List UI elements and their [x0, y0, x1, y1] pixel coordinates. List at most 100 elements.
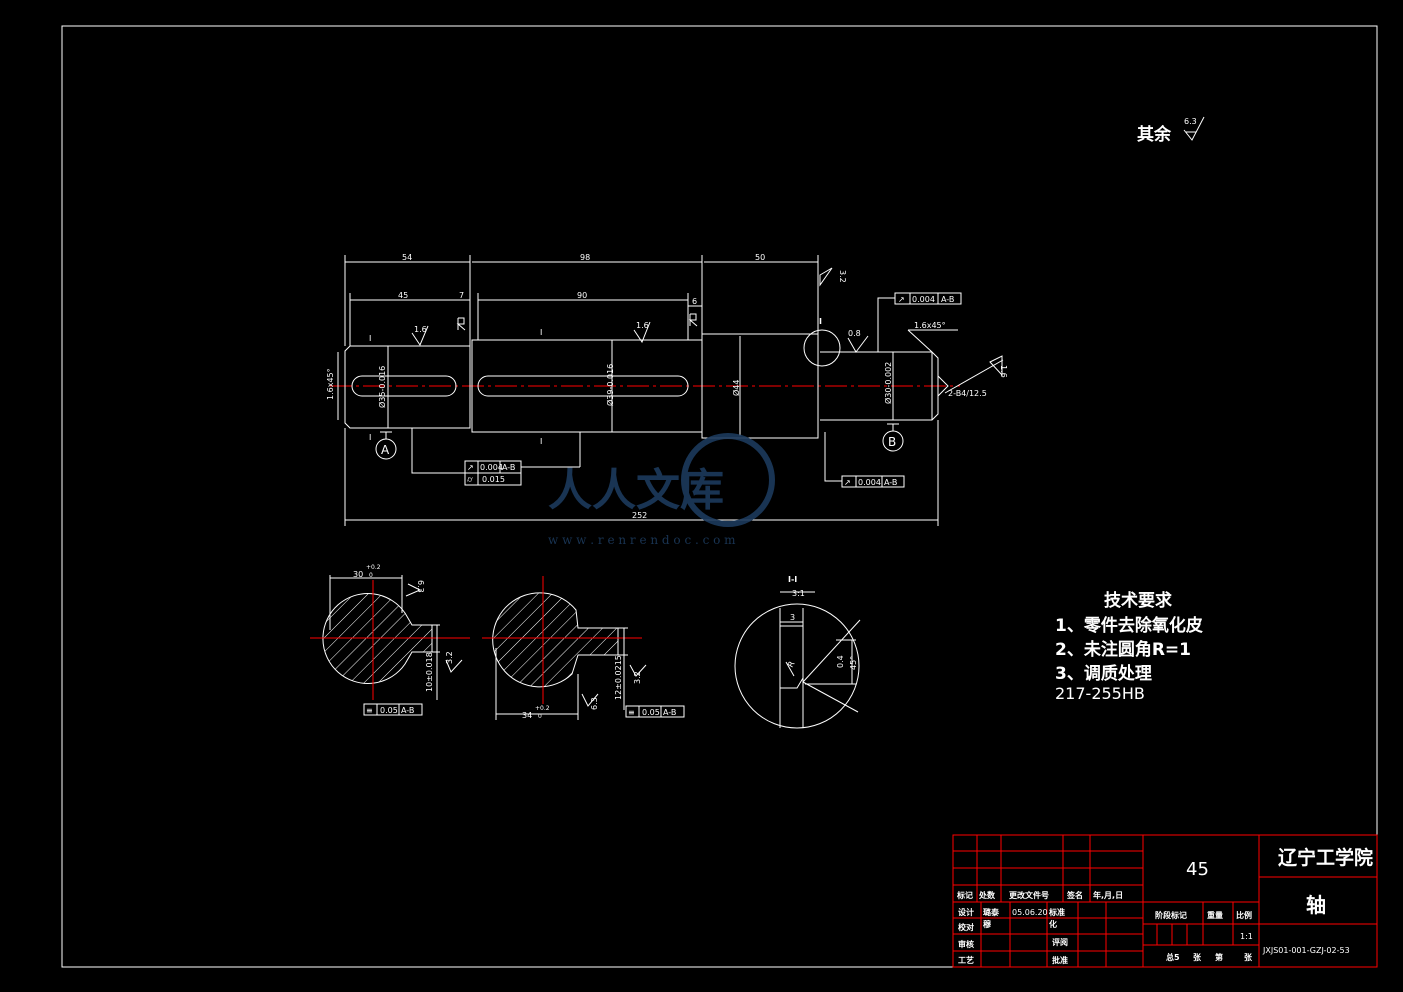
- roughness-4-icon: [819, 267, 833, 287]
- roughness-s2-icon: [581, 693, 599, 707]
- runout-mid-ref: A-B: [502, 463, 515, 472]
- runout-top-icon: ↗: [898, 295, 905, 304]
- title-block: [952, 834, 1378, 968]
- s2-sym: 0.05: [642, 708, 660, 717]
- s1-key: 10±0.018: [425, 652, 434, 692]
- h-sign: 签名: [1066, 890, 1083, 900]
- surface-roughness-note: 其余 6.3: [1137, 116, 1205, 145]
- section-2: [482, 576, 685, 720]
- s2-tol0: 0: [538, 713, 542, 720]
- detail-45: 45°: [849, 656, 858, 670]
- s1-sym-ref: A-B: [401, 706, 414, 715]
- h-count: 处数: [978, 890, 996, 900]
- runout-top-ref: A-B: [941, 295, 954, 304]
- total-sheets: 总5: [1166, 952, 1180, 962]
- section-2-profile: [492, 592, 619, 688]
- tech-item-1: 1、零件去除氧化皮: [1055, 615, 1203, 636]
- roughness-5-icon: [989, 355, 1003, 377]
- s2-width: 34: [522, 711, 532, 720]
- detail-04: 0.4: [836, 655, 845, 668]
- roughness-s2b-icon: [629, 664, 647, 677]
- runout-mid-value: 0.004: [480, 463, 503, 472]
- detail-3: 3: [790, 613, 795, 622]
- runout-top-value: 0.004: [912, 295, 935, 304]
- dim-6: 6: [692, 297, 697, 306]
- stage-mark: 阶段标记: [1155, 910, 1187, 920]
- shaft-left-journal: [344, 345, 471, 429]
- datum-b-label: B: [888, 435, 896, 449]
- roughness-3-icon: [847, 335, 869, 353]
- r-std: 标准: [1048, 907, 1065, 917]
- detail-i-circle: [803, 329, 841, 367]
- h-mark: 标记: [956, 890, 973, 900]
- sym-frame-1: [363, 703, 423, 716]
- tech-item-2: 2、未注圆角R=1: [1055, 639, 1191, 660]
- s2-sym-ref: A-B: [663, 708, 676, 717]
- sym-1-icon: ≡: [366, 706, 373, 715]
- s2-key: 12±0.0215: [614, 655, 623, 700]
- sheet-word: 张: [1244, 953, 1253, 962]
- detail-texts: I-I 3:1 3 R 0.4 45°: [786, 575, 858, 670]
- s2-roughness-b: 3.2: [633, 671, 642, 684]
- part-name: 轴: [1306, 893, 1326, 917]
- roughness-5-label: 1.6: [999, 365, 1008, 378]
- s1-roughness: 6.3: [416, 580, 425, 593]
- detail-circle: [734, 603, 860, 729]
- roughness-4-label: 3.2: [838, 270, 847, 283]
- watermark-ring-icon: [681, 433, 775, 527]
- scale: 比例: [1236, 910, 1252, 920]
- h-date: 年,月,日: [1093, 890, 1123, 900]
- detail-title: I-I: [788, 575, 797, 584]
- sym-frame-2: [625, 705, 685, 718]
- dia-44-label: Ø44: [731, 380, 741, 396]
- detail-view: [734, 591, 861, 729]
- center-hole-label: 2-B4/12.5: [948, 389, 987, 398]
- drawing-border: [61, 25, 1378, 968]
- r-review: 审核: [958, 939, 974, 949]
- runout-right-icon: ↗: [844, 478, 851, 487]
- s1-tol: +0.2: [366, 564, 381, 571]
- dim-98: 98: [580, 253, 590, 262]
- surface-note-label: 其余: [1137, 124, 1172, 145]
- h-doc: 更改文件号: [1009, 890, 1049, 900]
- watermark-text: 人人文库: [548, 465, 724, 516]
- r-date: 05.06.20: [1012, 908, 1048, 917]
- section-2-texts: 34 +0.2 0 12±0.0215 6.3 3.2 ≡ 0.05 A-B: [522, 655, 676, 720]
- tech-item-3: 3、调质处理: [1055, 663, 1152, 684]
- school-name: 辽宁工学院: [1278, 846, 1373, 869]
- r-craft: 工艺: [958, 955, 974, 965]
- sheet-no: 第: [1215, 952, 1223, 962]
- chamfer-left-label: 1.6x45°: [326, 368, 335, 400]
- section-mark-mid: I: [540, 328, 542, 337]
- roughness-s1b-icon: [445, 659, 463, 673]
- detail-r: R: [786, 659, 797, 669]
- section-1-texts: 30 +0.2 0 10±0.018 3.2 6.3 ≡ 0.05 A-B: [353, 564, 454, 715]
- roughness-2-label: 1.6: [636, 321, 649, 330]
- shaft-right-journal: [820, 351, 939, 421]
- dim-50: 50: [755, 253, 765, 262]
- keyway-middle: [477, 375, 689, 397]
- sym-2-icon: ≡: [628, 708, 635, 717]
- r-eval: 评阅: [1052, 937, 1068, 947]
- material: 45: [1186, 859, 1209, 880]
- s1-width: 30: [353, 570, 363, 579]
- roughness-1-icon: [411, 325, 429, 347]
- runout-right-ref: A-B: [884, 478, 897, 487]
- title-block-texts: 45 辽宁工学院 轴 JXJS01-001-GZJ-02-53 标记 处数 更改…: [956, 846, 1373, 965]
- scale-value: 1:1: [1240, 932, 1253, 941]
- chamfer-right-label: 1.6x45°: [914, 321, 946, 330]
- s1-tol0: 0: [369, 572, 373, 579]
- s1-roughness-b: 3.2: [445, 651, 454, 664]
- weight: 重量: [1207, 910, 1223, 920]
- fillet-mark-right: [688, 313, 698, 327]
- r-approve: 批准: [1052, 955, 1068, 965]
- dim-54: 54: [402, 253, 412, 262]
- dim-45: 45: [398, 291, 408, 300]
- fillet-mark-left: [456, 317, 466, 331]
- section-1: [310, 575, 470, 716]
- dim-7: 7: [459, 291, 464, 300]
- cylindricity-value: 0.015: [482, 475, 505, 484]
- s2-roughness: 6.3: [590, 697, 599, 710]
- runout-right-value: 0.004: [858, 478, 881, 487]
